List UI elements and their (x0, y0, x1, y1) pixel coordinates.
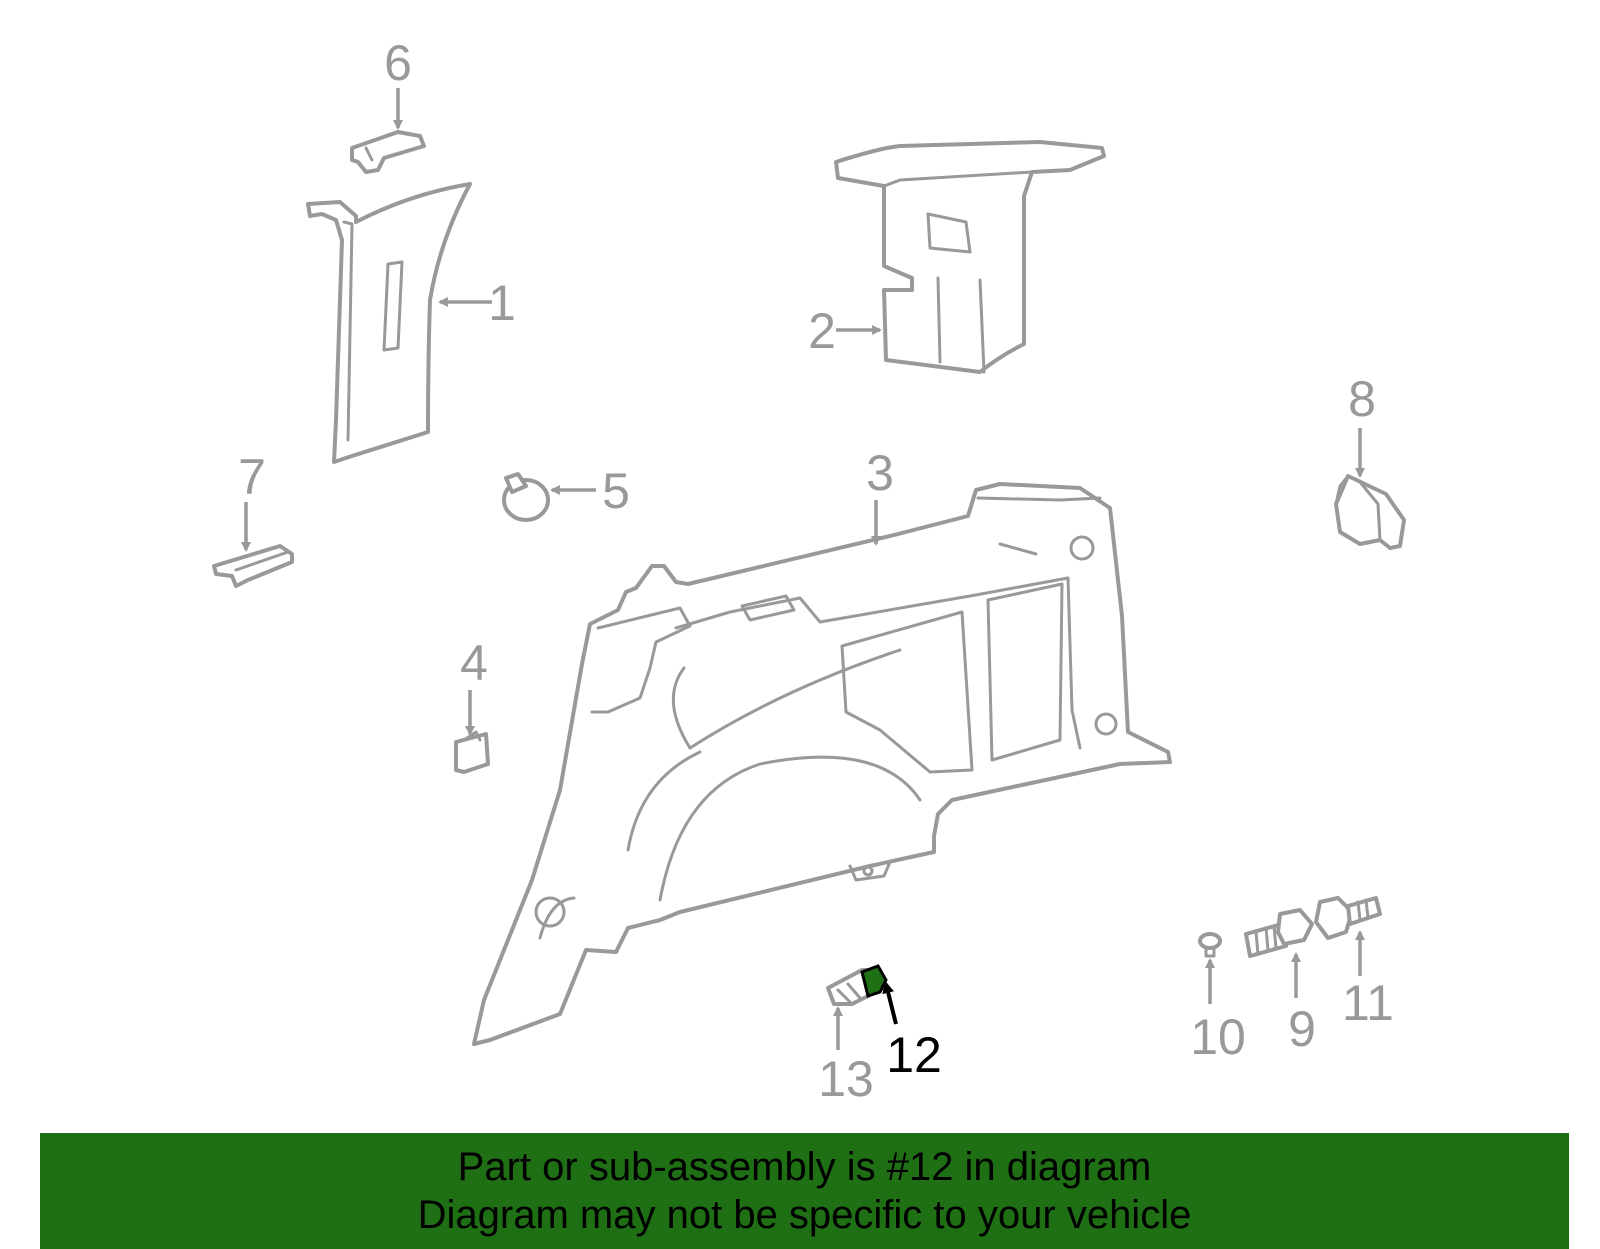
callout-13: 13 (818, 1051, 874, 1107)
callout-5: 5 (602, 463, 630, 519)
part-1-pillar-trim (306, 182, 472, 464)
part-3-quarter-trim-panel (472, 482, 1172, 1046)
callout-6: 6 (384, 35, 412, 91)
part-2-upper-trim (834, 140, 1106, 374)
part-12-highlighted (860, 964, 888, 998)
part-11-bolt (1314, 896, 1382, 940)
info-banner: Part or sub-assembly is #12 in diagram D… (40, 1133, 1569, 1249)
callout-9: 9 (1288, 1001, 1316, 1057)
callout-12: 12 (886, 1027, 942, 1083)
callout-8: 8 (1348, 371, 1376, 427)
part-8-block (1334, 474, 1406, 550)
callout-arrows (241, 88, 1365, 1050)
part-7-clip (212, 544, 294, 588)
part-10-rivet (1198, 932, 1222, 958)
callout-4: 4 (460, 635, 488, 691)
part-6-clip (350, 130, 426, 174)
callout-2: 2 (808, 303, 836, 359)
banner-line-2: Diagram may not be specific to your vehi… (417, 1193, 1192, 1237)
banner-line-1: Part or sub-assembly is #12 in diagram (457, 1145, 1152, 1189)
callout-1: 1 (488, 275, 516, 331)
part-4-clip (454, 730, 490, 774)
callout-3: 3 (866, 445, 894, 501)
part-5-push-pin (502, 472, 550, 522)
callout-10: 10 (1190, 1009, 1246, 1065)
part-9-bolt (1244, 908, 1314, 958)
callout-11: 11 (1342, 975, 1394, 1031)
callout-7: 7 (238, 449, 266, 505)
